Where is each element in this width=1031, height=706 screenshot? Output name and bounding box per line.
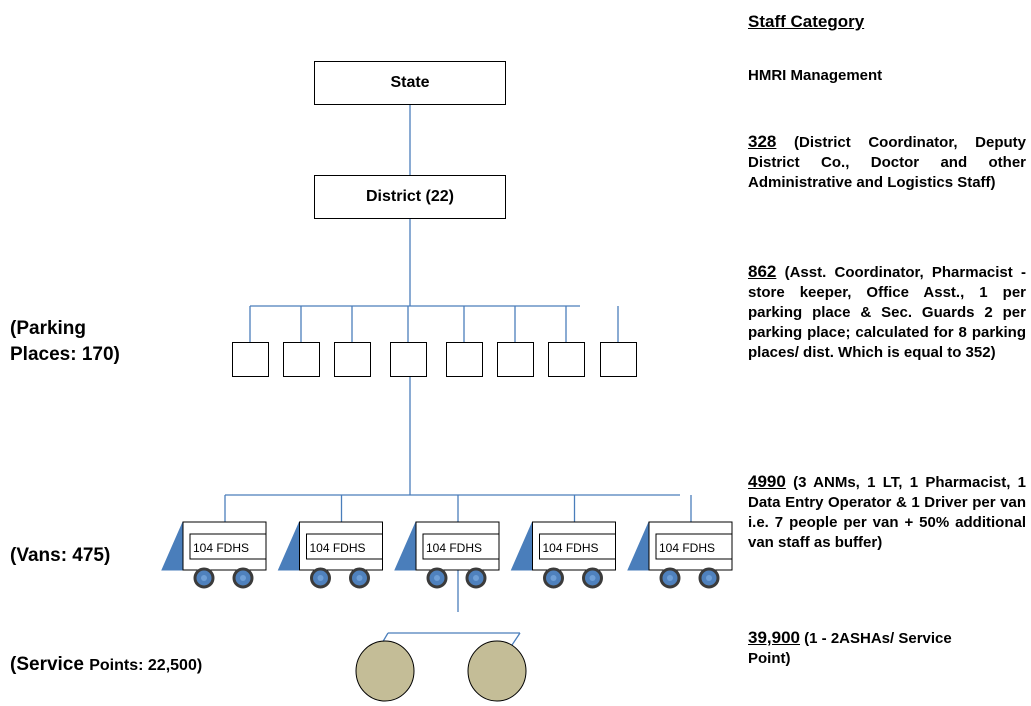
- staff-description: (Asst. Coordinator, Pharmacist - store k…: [748, 264, 1026, 361]
- service-points-label: (Service Points: 22,500): [10, 652, 202, 679]
- wheel-hub: [317, 575, 324, 581]
- van-label: 104 FDHS: [659, 541, 715, 555]
- parking-place-box: [446, 342, 483, 377]
- staff-entry-parking: 862 (Asst. Coordinator, Pharmacist - sto…: [748, 262, 1026, 363]
- van-panel: [655, 533, 733, 560]
- van-cab: [277, 521, 303, 571]
- staff-count: 39,900: [748, 628, 800, 647]
- vans-label-text: (Vans: 475): [10, 545, 111, 566]
- staff-count: 328: [748, 132, 777, 151]
- parking-place-box: [232, 342, 269, 377]
- van-panel: [422, 533, 500, 560]
- service-label-prefix: (Service: [10, 654, 84, 675]
- vans-group: 104 FDHS 104 FDHS 104 FDHS 104 FDHS 104 FDHS: [161, 521, 733, 589]
- van-icon: 104 FDHS: [161, 521, 267, 589]
- van-icon: 104 FDHS: [627, 521, 733, 589]
- wheel-hub: [434, 575, 440, 581]
- service-point-circle: [467, 640, 527, 702]
- van-cab: [161, 521, 186, 571]
- wheel-hub: [473, 575, 479, 581]
- parking-place-box: [390, 342, 427, 377]
- van-panel: [539, 533, 616, 560]
- staff-category-heading: Staff Category: [748, 12, 865, 31]
- van-label: 104 FDHS: [193, 541, 249, 555]
- wheel-hub: [667, 575, 673, 581]
- hmri-management-label: HMRI Management: [748, 67, 883, 84]
- parking-label-line1: (Parking: [10, 318, 87, 339]
- van-label: 104 FDHS: [543, 541, 599, 555]
- van-cab: [510, 521, 536, 571]
- wheel-hub: [706, 575, 712, 581]
- van-icon: 104 FDHS: [510, 521, 616, 589]
- van-label: 104 FDHS: [426, 541, 482, 555]
- staff-entry-service-points: 39,900 (1 - 2ASHAs/ Service Point): [748, 628, 988, 669]
- parking-place-box: [600, 342, 637, 377]
- staff-entry-vans: 4990 (3 ANMs, 1 LT, 1 Pharmacist, 1 Data…: [748, 472, 1026, 553]
- van-panel: [189, 533, 267, 560]
- van-panel: [306, 533, 383, 560]
- service-points-group: [355, 640, 527, 702]
- van-cab: [627, 521, 652, 571]
- staff-description: (3 ANMs, 1 LT, 1 Pharmacist, 1 Data Entr…: [748, 474, 1026, 551]
- parking-place-box: [497, 342, 534, 377]
- van-icon: 104 FDHS: [277, 521, 383, 589]
- parking-places-label: (Parking Places: 170): [10, 316, 120, 368]
- wheel-hub: [550, 575, 557, 581]
- staff-count: 862: [748, 262, 777, 281]
- service-label-suffix: Points: 22,500): [89, 657, 203, 674]
- state-node: State: [314, 61, 506, 105]
- vans-label: (Vans: 475): [10, 543, 110, 569]
- van-icon: 104 FDHS: [394, 521, 500, 589]
- staff-entry-district: 328 (District Coordinator, Deputy Distri…: [748, 132, 1026, 193]
- service-point-circle: [355, 640, 415, 702]
- wheel-hub: [589, 575, 596, 581]
- district-node: District (22): [314, 175, 506, 219]
- staff-description: (1 - 2ASHAs/ Service Point): [748, 630, 952, 667]
- parking-place-box: [334, 342, 371, 377]
- parking-place-box: [283, 342, 320, 377]
- van-label: 104 FDHS: [310, 541, 366, 555]
- staff-count: 4990: [748, 472, 786, 491]
- district-label: District (22): [365, 188, 455, 205]
- parking-label-line2: Places: 170): [10, 344, 120, 365]
- parking-place-box: [548, 342, 585, 377]
- wheel-hub: [201, 575, 207, 581]
- van-cab: [394, 521, 419, 571]
- wheel-hub: [240, 575, 246, 581]
- wheel-hub: [356, 575, 363, 581]
- state-label: State: [390, 74, 430, 91]
- staff-description: (District Coordinator, Deputy District C…: [748, 134, 1026, 191]
